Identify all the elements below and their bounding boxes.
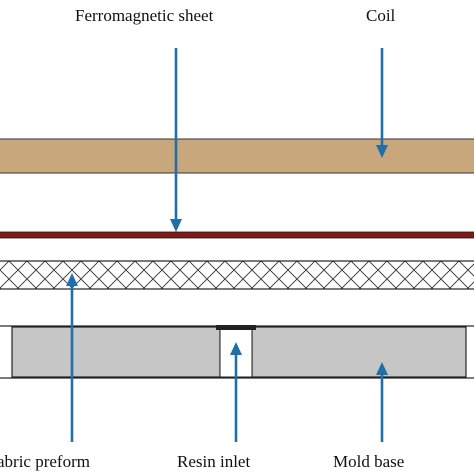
- ferromagnetic-sheet: [0, 231, 474, 239]
- mold-base-label: Mold base: [333, 452, 405, 471]
- resin-inlet-cap: [216, 325, 256, 330]
- coil-label: Coil: [366, 6, 396, 25]
- fabric-preform-arrow: [66, 273, 78, 442]
- resin-inlet-arrow: [230, 342, 242, 442]
- mold-base-right-block: [251, 326, 467, 378]
- mold-base-left-block: [11, 326, 221, 378]
- fabric-preform: [0, 260, 474, 290]
- ferromagnetic-sheet-label: Ferromagnetic sheet: [75, 6, 214, 25]
- coil: [0, 138, 474, 174]
- coil-arrow: [376, 48, 388, 158]
- fabric-preform-label: abric preform: [0, 452, 90, 471]
- ferromagnetic-sheet-arrow: [170, 48, 182, 232]
- mold-base-arrow: [376, 362, 388, 442]
- resin-inlet-label: Resin inlet: [177, 452, 251, 471]
